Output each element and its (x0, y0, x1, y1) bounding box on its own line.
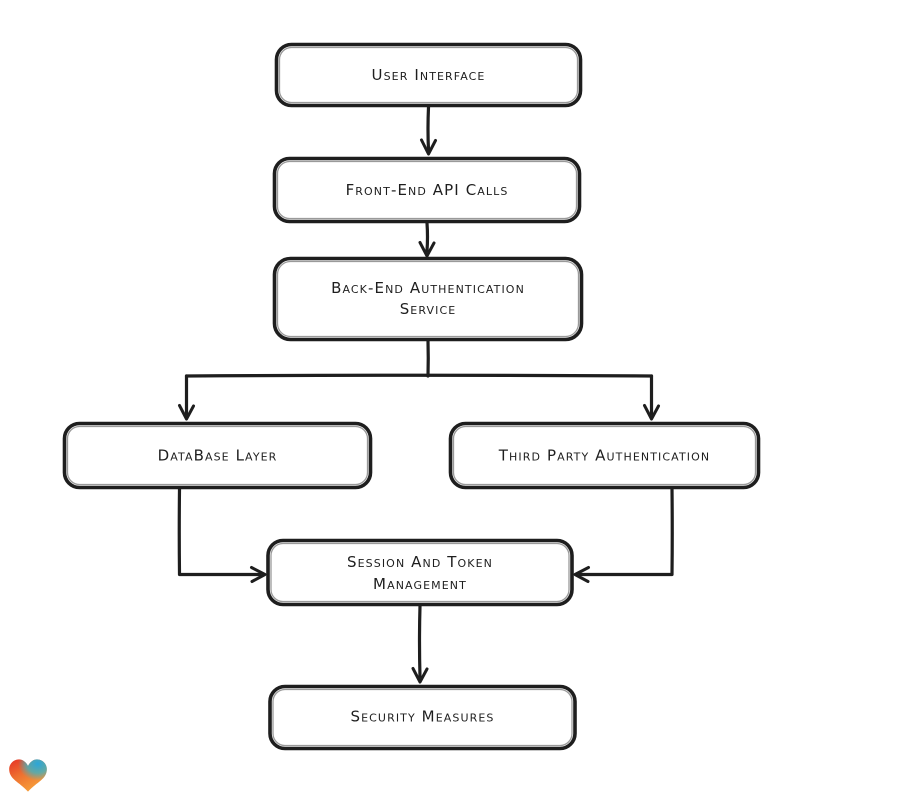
edge-database-to-session (177, 487, 267, 583)
arrowhead-down-icon (420, 138, 437, 156)
gradient-heart-logo[interactable] (8, 757, 48, 797)
node-box-echo (270, 542, 570, 603)
arrowhead-down-icon (643, 404, 660, 421)
node-box (62, 421, 373, 490)
node-box (268, 684, 577, 751)
node-box (448, 421, 761, 490)
node-label: Back-End Authentication (331, 279, 525, 297)
node-user-interface[interactable]: User Interface (274, 42, 583, 108)
node-box-echo (66, 425, 369, 486)
edge-user-interface-to-front-end (420, 105, 437, 156)
node-session-and-token-management[interactable]: Session And Token Management (266, 538, 574, 607)
node-box (272, 156, 582, 224)
arrowhead-down-icon (178, 404, 195, 421)
edge-line (578, 487, 674, 577)
edge-line (417, 604, 422, 679)
node-back-end-authentication-service[interactable]: Back-End Authentication Service (272, 256, 584, 342)
arrowhead-left-icon (573, 566, 590, 583)
heart-icon (9, 759, 47, 792)
node-label: Management (373, 575, 467, 593)
arrowhead-down-icon (418, 241, 436, 258)
node-box (274, 42, 583, 108)
node-label: Session And Token (347, 553, 493, 571)
node-box-echo (276, 260, 580, 338)
edge-third-party-to-session (573, 487, 674, 583)
node-box (266, 538, 574, 607)
arrowhead-down-icon (411, 667, 429, 684)
node-label: Front-End API Calls (346, 181, 509, 199)
node-security-measures[interactable]: Security Measures (268, 684, 577, 751)
node-front-end-api-calls[interactable]: Front-End API Calls (272, 156, 582, 224)
edge-line (426, 105, 431, 152)
node-label: DataBase Layer (158, 447, 278, 465)
node-label: Third Party Authentication (498, 447, 710, 465)
node-label: Service (400, 300, 457, 318)
node-third-party-authentication[interactable]: Third Party Authentication (448, 421, 761, 490)
node-box-echo (278, 46, 579, 104)
node-box-echo (272, 688, 573, 747)
node-label: User Interface (372, 66, 486, 84)
node-database-layer[interactable]: DataBase Layer (62, 421, 373, 490)
edge-line (177, 487, 262, 577)
edge-session-to-security (411, 604, 429, 684)
node-label: Security Measures (350, 708, 494, 726)
edge-horizontal (184, 373, 654, 378)
node-box (272, 256, 584, 342)
edge-back-end-branch (178, 339, 660, 421)
edge-front-end-to-back-end (418, 221, 436, 258)
arrowhead-right-icon (250, 566, 267, 583)
node-box-echo (452, 425, 757, 486)
edge-line (425, 221, 430, 253)
node-box-echo (276, 160, 578, 220)
